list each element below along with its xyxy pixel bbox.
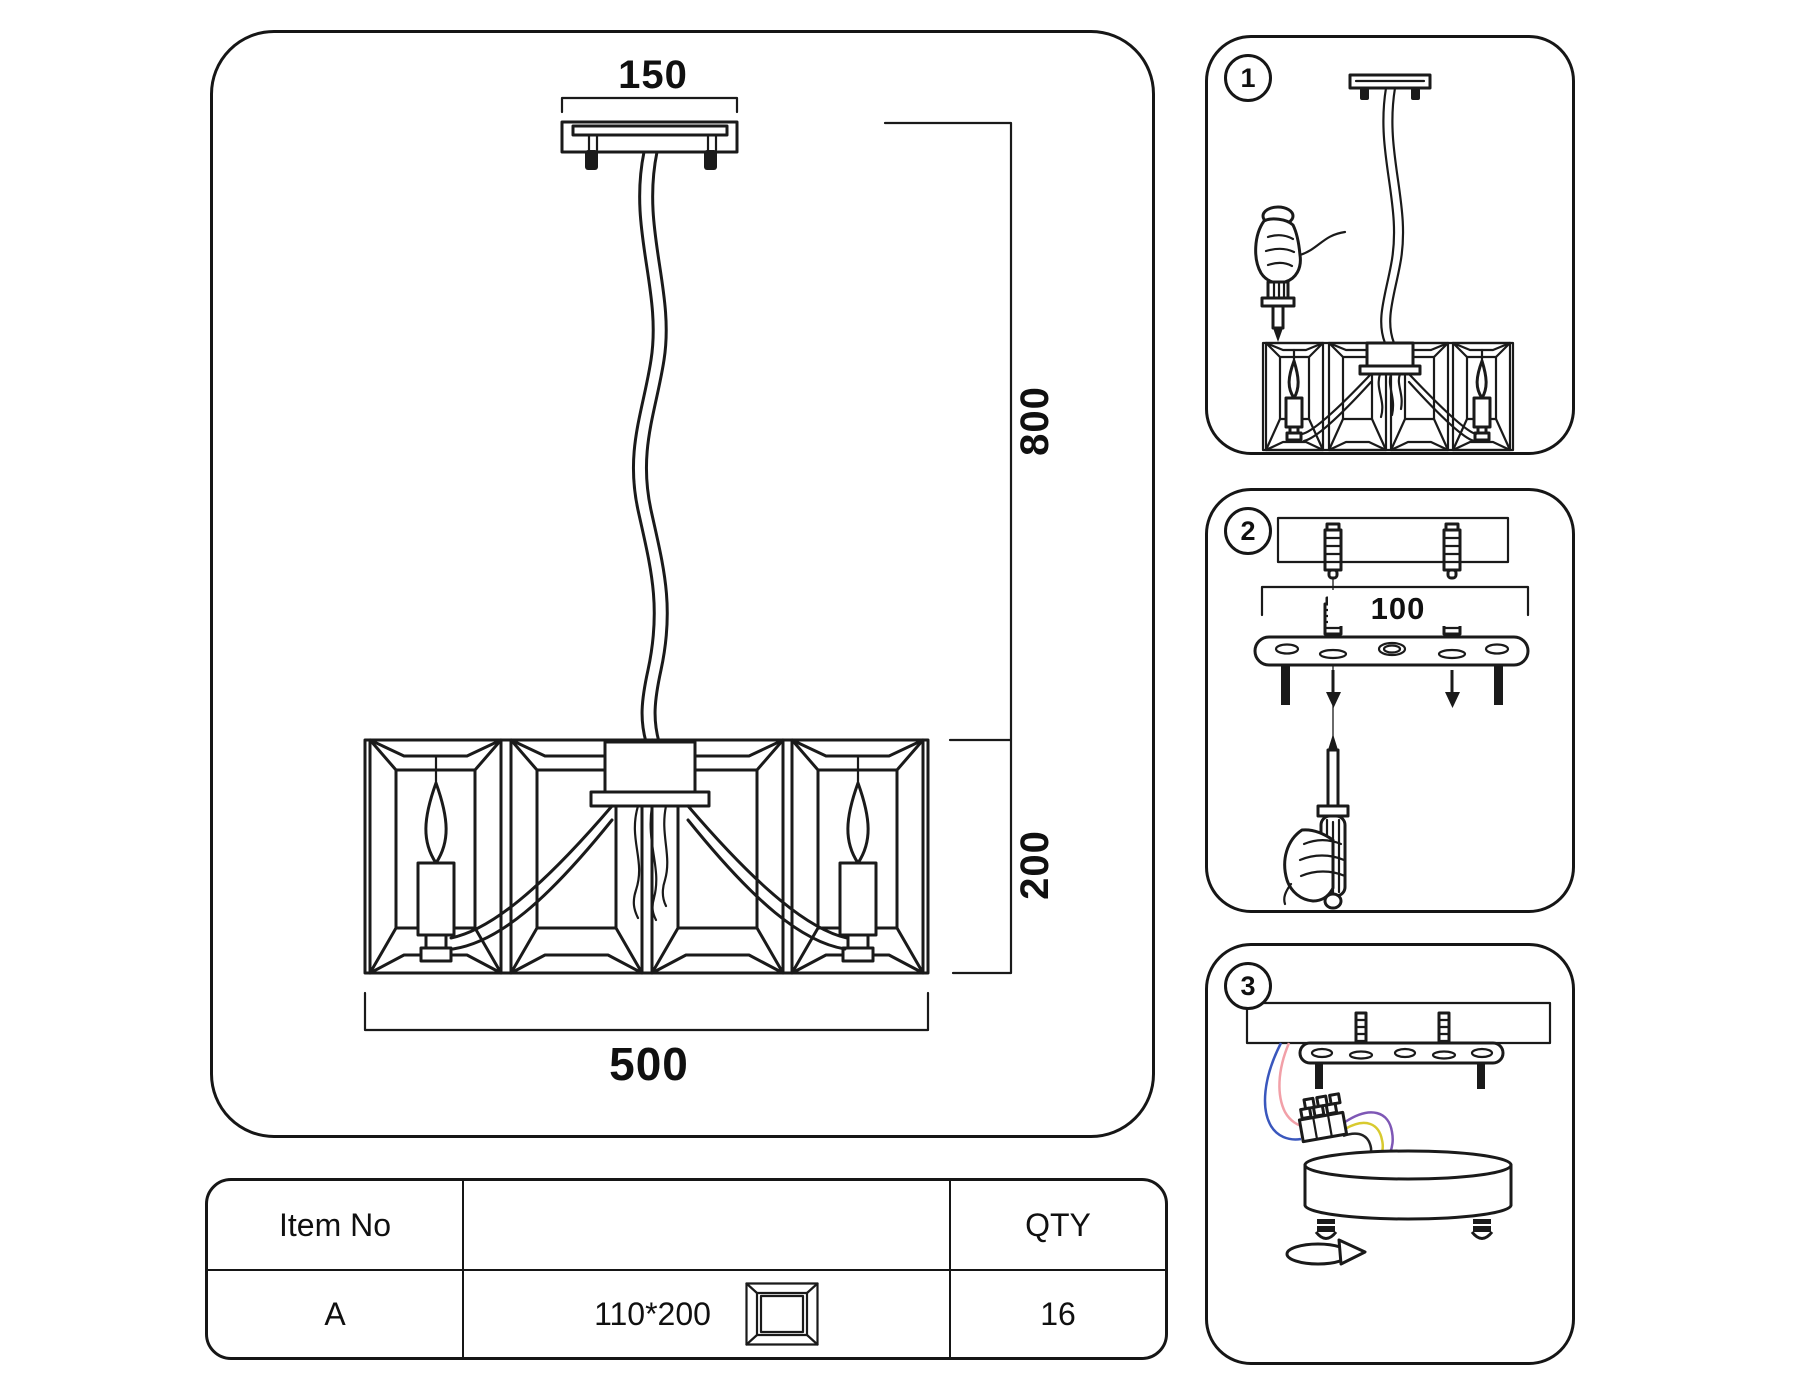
- hand-screwdriver-icon: [1254, 205, 1347, 342]
- candle-left-icon: [1284, 348, 1304, 442]
- step-3-badge: 3: [1224, 962, 1272, 1010]
- lamp-arms-icon: [449, 804, 849, 951]
- down-arrow-icon: [1326, 670, 1460, 708]
- peg-icon: [1281, 665, 1503, 705]
- ceiling-canopy-icon: [1348, 73, 1432, 100]
- dim-canopy-width: 150: [618, 53, 688, 97]
- canopy-disc-icon: [1303, 1149, 1513, 1221]
- cable-icon: [1380, 86, 1405, 345]
- table-cell-item-no: A: [208, 1271, 464, 1357]
- step-1-illustration: [1254, 73, 1515, 452]
- crystal-panel-icon: [745, 1282, 819, 1346]
- table-cell-qty: 16: [951, 1271, 1165, 1357]
- parts-table: Item No QTY A 110*200 16: [205, 1178, 1168, 1360]
- dim-line-spacing: [1260, 585, 1530, 617]
- qty-value: 16: [1040, 1295, 1076, 1332]
- ceiling-icon: [1276, 516, 1510, 564]
- inner-wires-icon: [1377, 372, 1403, 419]
- step-3-panel: 3: [1205, 943, 1575, 1365]
- step-2-badge: 2: [1224, 507, 1272, 555]
- ceiling-mount-icon: [560, 120, 739, 170]
- terminal-block-icon: [1297, 1092, 1349, 1144]
- step-number: 3: [1240, 970, 1256, 1001]
- dim-line-shade-width: [363, 991, 930, 1032]
- step-1-panel: 1: [1205, 35, 1575, 455]
- hub-icon: [589, 740, 711, 808]
- step-3-illustration: [1245, 1001, 1552, 1266]
- dim-suspension-length: 800: [1013, 386, 1057, 456]
- candle-right-icon: [1472, 348, 1492, 442]
- cable-icon: [631, 150, 669, 744]
- dim-line-right: [883, 121, 1013, 975]
- header-label: QTY: [1025, 1206, 1091, 1243]
- table-row: A 110*200 16: [208, 1271, 1165, 1357]
- candle-right-icon: [838, 754, 878, 963]
- step-1-badge: 1: [1224, 54, 1272, 102]
- table-header-qty: QTY: [951, 1181, 1165, 1269]
- hand-screwdriver-icon: [1283, 734, 1350, 910]
- header-label: Item No: [278, 1206, 392, 1243]
- rotate-arrow-icon: [1285, 1238, 1367, 1266]
- step-2-illustration: [1253, 516, 1530, 910]
- table-cell-size: 110*200: [464, 1271, 951, 1357]
- dimension-diagram-panel: 150 800 200 500: [210, 30, 1155, 1138]
- table-header-drawing: [464, 1181, 951, 1269]
- size-value: 110*200: [594, 1295, 711, 1332]
- hub-icon: [1358, 341, 1422, 376]
- mounting-bar-icon: [1298, 1041, 1505, 1065]
- lamp-arms-icon: [1300, 372, 1478, 443]
- step-number: 1: [1240, 62, 1256, 93]
- ceiling-icon: [1245, 1001, 1552, 1045]
- dim-line-canopy-width: [560, 96, 739, 114]
- item-no-value: A: [324, 1295, 346, 1332]
- inner-wires-icon: [632, 804, 669, 922]
- mounting-bar-icon: [1253, 635, 1530, 667]
- step-number: 2: [1240, 515, 1256, 546]
- step-2-panel: 2: [1205, 488, 1575, 913]
- table-header-item-no: Item No: [208, 1181, 464, 1269]
- peg-icon: [1315, 1063, 1485, 1089]
- dim-shade-width: 500: [609, 1038, 689, 1090]
- pendant-lamp-diagram: [363, 96, 1013, 1032]
- dim-shade-height: 200: [1013, 830, 1057, 900]
- cap-nut-icon: [1314, 1219, 1494, 1240]
- dim-mount-hole-spacing: 100: [1328, 590, 1468, 626]
- table-header-row: Item No QTY: [208, 1181, 1165, 1271]
- wall-anchor-icon: [1323, 522, 1462, 580]
- candle-left-icon: [416, 754, 456, 963]
